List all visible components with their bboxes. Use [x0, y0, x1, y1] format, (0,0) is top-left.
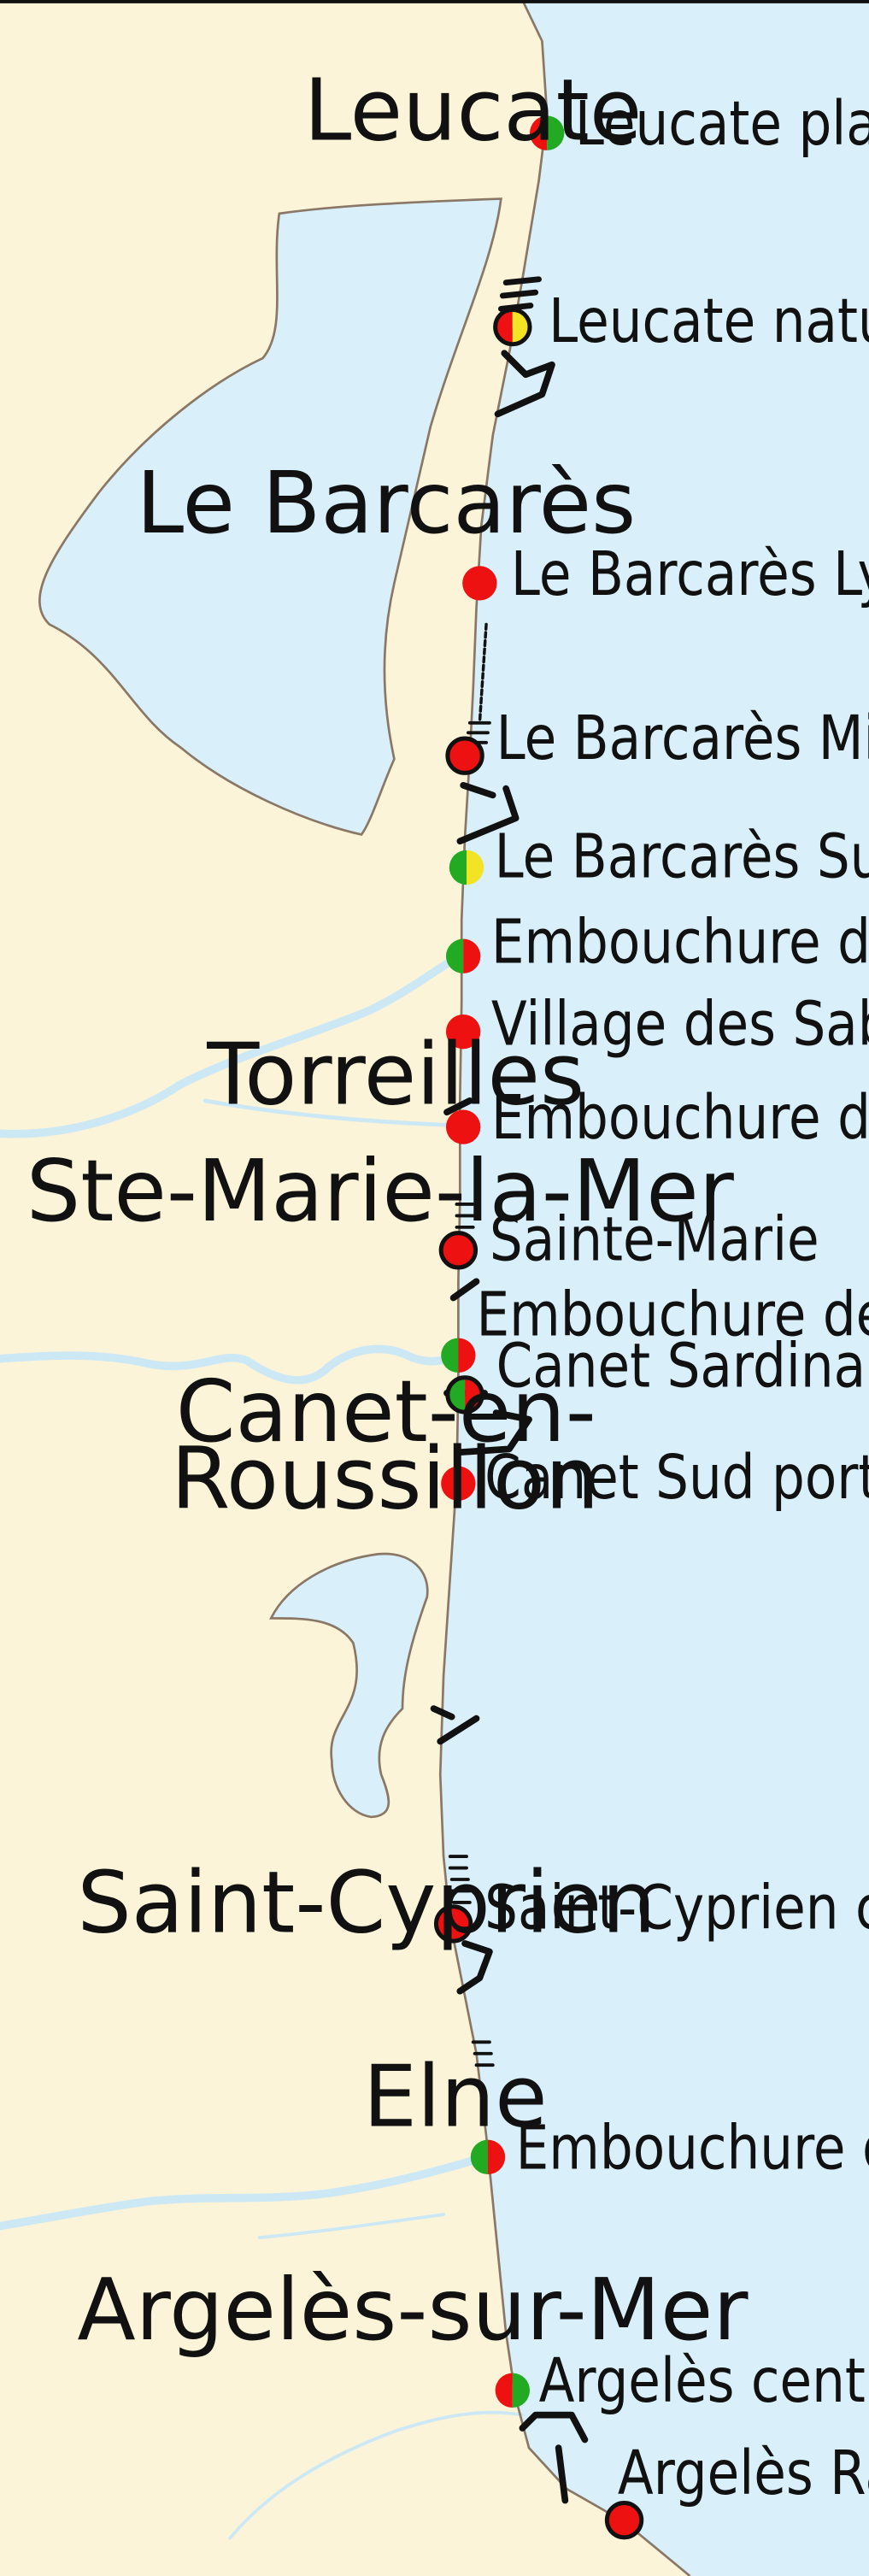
- marker-outline: [604, 2500, 644, 2540]
- town-label-saint-cyprien: Saint-Cyprien: [77, 1853, 655, 1953]
- town-label-argeles: Argelès-sur-Mer: [77, 2260, 749, 2360]
- marker-fill: [607, 2502, 642, 2538]
- town-label-elne: Elne: [363, 2046, 548, 2146]
- marker-fill-left: [530, 115, 548, 150]
- marker-barcares-sud[interactable]: [449, 850, 484, 885]
- marker-village-sables[interactable]: [445, 1014, 481, 1050]
- breakwaters-saint-cyprien: [448, 1855, 495, 2067]
- beach-label-leucate-plage: Leucate plage: [575, 88, 869, 160]
- coastline: [438, 0, 691, 2576]
- beach-label-barcares-miramars: Le Barcarès Miramars: [496, 703, 869, 774]
- marker-canet-sardinal[interactable]: [445, 1375, 484, 1414]
- marker-fill-right: [463, 938, 481, 973]
- beach-label-argeles-centre: Argelès centre: [539, 2345, 869, 2417]
- town-label-torreilles: Torreilles: [206, 1025, 584, 1125]
- marker-embouchure-agly[interactable]: [445, 938, 481, 973]
- marker-fill-right: [512, 2373, 531, 2408]
- marker-outline: [445, 1375, 484, 1414]
- beach-label-canet-sardinal: Canet Sardinal: [496, 1330, 869, 1402]
- marker-outline: [433, 1904, 473, 1944]
- beach-markers: [433, 115, 644, 2540]
- marker-fill-right: [487, 2139, 506, 2175]
- port-barcares: [456, 781, 520, 845]
- lagoon-salses-leucate: [38, 197, 502, 836]
- marker-fill: [462, 566, 497, 601]
- marker-fill: [436, 1906, 471, 1942]
- marker-embouchure-tech[interactable]: [470, 2139, 506, 2175]
- town-label-ste-marie: Ste-Marie-la-Mer: [26, 1141, 735, 1241]
- beach-label-barcares-sud: Le Barcarès Sud: [495, 820, 869, 892]
- river-tech-branch: [257, 2213, 445, 2239]
- marker-embouchure-bourdigou[interactable]: [445, 1109, 481, 1144]
- marker-fill-left: [441, 1338, 459, 1373]
- beach-label-embouchure-tet: Embouchure de la Têt: [477, 1279, 869, 1350]
- marker-sainte-marie[interactable]: [438, 1231, 479, 1270]
- marker-barcares-lydia[interactable]: [462, 566, 497, 601]
- town-label-le-barcares: Le Barcarès: [137, 453, 637, 553]
- lagoon-canet: [269, 1552, 429, 1819]
- marker-outline: [493, 307, 532, 347]
- beach-label-village-sables: Village des Sables: [491, 988, 869, 1060]
- beach-label-argeles-racou: Argelès Racou: [618, 2437, 869, 2508]
- breakwaters-leucate: [494, 276, 555, 418]
- breakwaters-sainte-marie: [449, 1203, 480, 1302]
- beach-label-canet-sud-port: Canet Sud port: [484, 1442, 869, 1514]
- beach-label-embouchure-agly: Embouchure de l’Agly: [491, 906, 869, 978]
- river-tet: [0, 1344, 465, 1385]
- river-agly: [0, 951, 465, 1138]
- marker-argeles-centre[interactable]: [495, 2373, 531, 2408]
- marker-outline: [438, 1231, 479, 1270]
- marker-embouchure-tet[interactable]: [441, 1338, 476, 1373]
- marker-barcares-miramars[interactable]: [445, 736, 484, 775]
- sea-area: [440, 0, 869, 2576]
- rivers: [0, 951, 525, 2540]
- beach-label-embouchure-bourdigou: Embouchure du Bourdigou: [491, 1082, 869, 1154]
- marker-canet-sud-port[interactable]: [441, 1466, 476, 1501]
- marker-fill: [445, 1014, 481, 1050]
- marker-fill: [447, 738, 483, 773]
- port-argeles: [519, 2411, 589, 2504]
- beach-label-sainte-marie: Sainte-Marie: [490, 1203, 819, 1275]
- breakwater-torreilles: [443, 1097, 473, 1116]
- marker-fill-left: [445, 938, 464, 973]
- marker-outline: [445, 736, 484, 775]
- marker-fill-left: [449, 850, 467, 885]
- marker-fill: [441, 1232, 476, 1267]
- beach-label-embouchure-tech: Embouchure du Tech: [516, 2112, 869, 2184]
- town-label-canet-line2: Roussillon: [171, 1429, 599, 1529]
- marker-argeles-racou[interactable]: [604, 2500, 644, 2540]
- marker-saint-cyprien-centre[interactable]: [433, 1904, 473, 1944]
- marker-leucate-plage[interactable]: [530, 115, 565, 150]
- town-label-leucate: Leucate: [304, 60, 643, 160]
- town-labels: Leucate Le Barcarès Torreilles Ste-Marie…: [26, 60, 749, 2360]
- marker-fill: [441, 1466, 476, 1501]
- marker-fill-right: [547, 115, 565, 150]
- port-saint-cyprien-marina: [430, 1705, 480, 1745]
- river-tech: [0, 2153, 489, 2231]
- beach-label-saint-cyprien-centre: Saint-Cyprien centre: [484, 1872, 869, 1944]
- marker-leucate-naturiste[interactable]: [493, 307, 532, 347]
- river-bourdigou: [203, 1098, 461, 1128]
- town-label-canet-line1: Canet-en-: [176, 1362, 596, 1461]
- beach-labels: Leucate plage Leucate naturiste Le Barca…: [477, 88, 869, 2508]
- beach-label-leucate-naturiste: Leucate naturiste: [549, 285, 869, 356]
- marker-fill: [445, 1109, 481, 1144]
- marker-fill-left: [470, 2139, 488, 2175]
- marker-fill-right: [458, 1338, 476, 1373]
- marker-fill-right: [466, 850, 484, 885]
- river-massane: [228, 2410, 525, 2540]
- marker-fill-left: [495, 2373, 513, 2408]
- beach-label-barcares-lydia: Le Barcarès Lydia: [511, 538, 869, 609]
